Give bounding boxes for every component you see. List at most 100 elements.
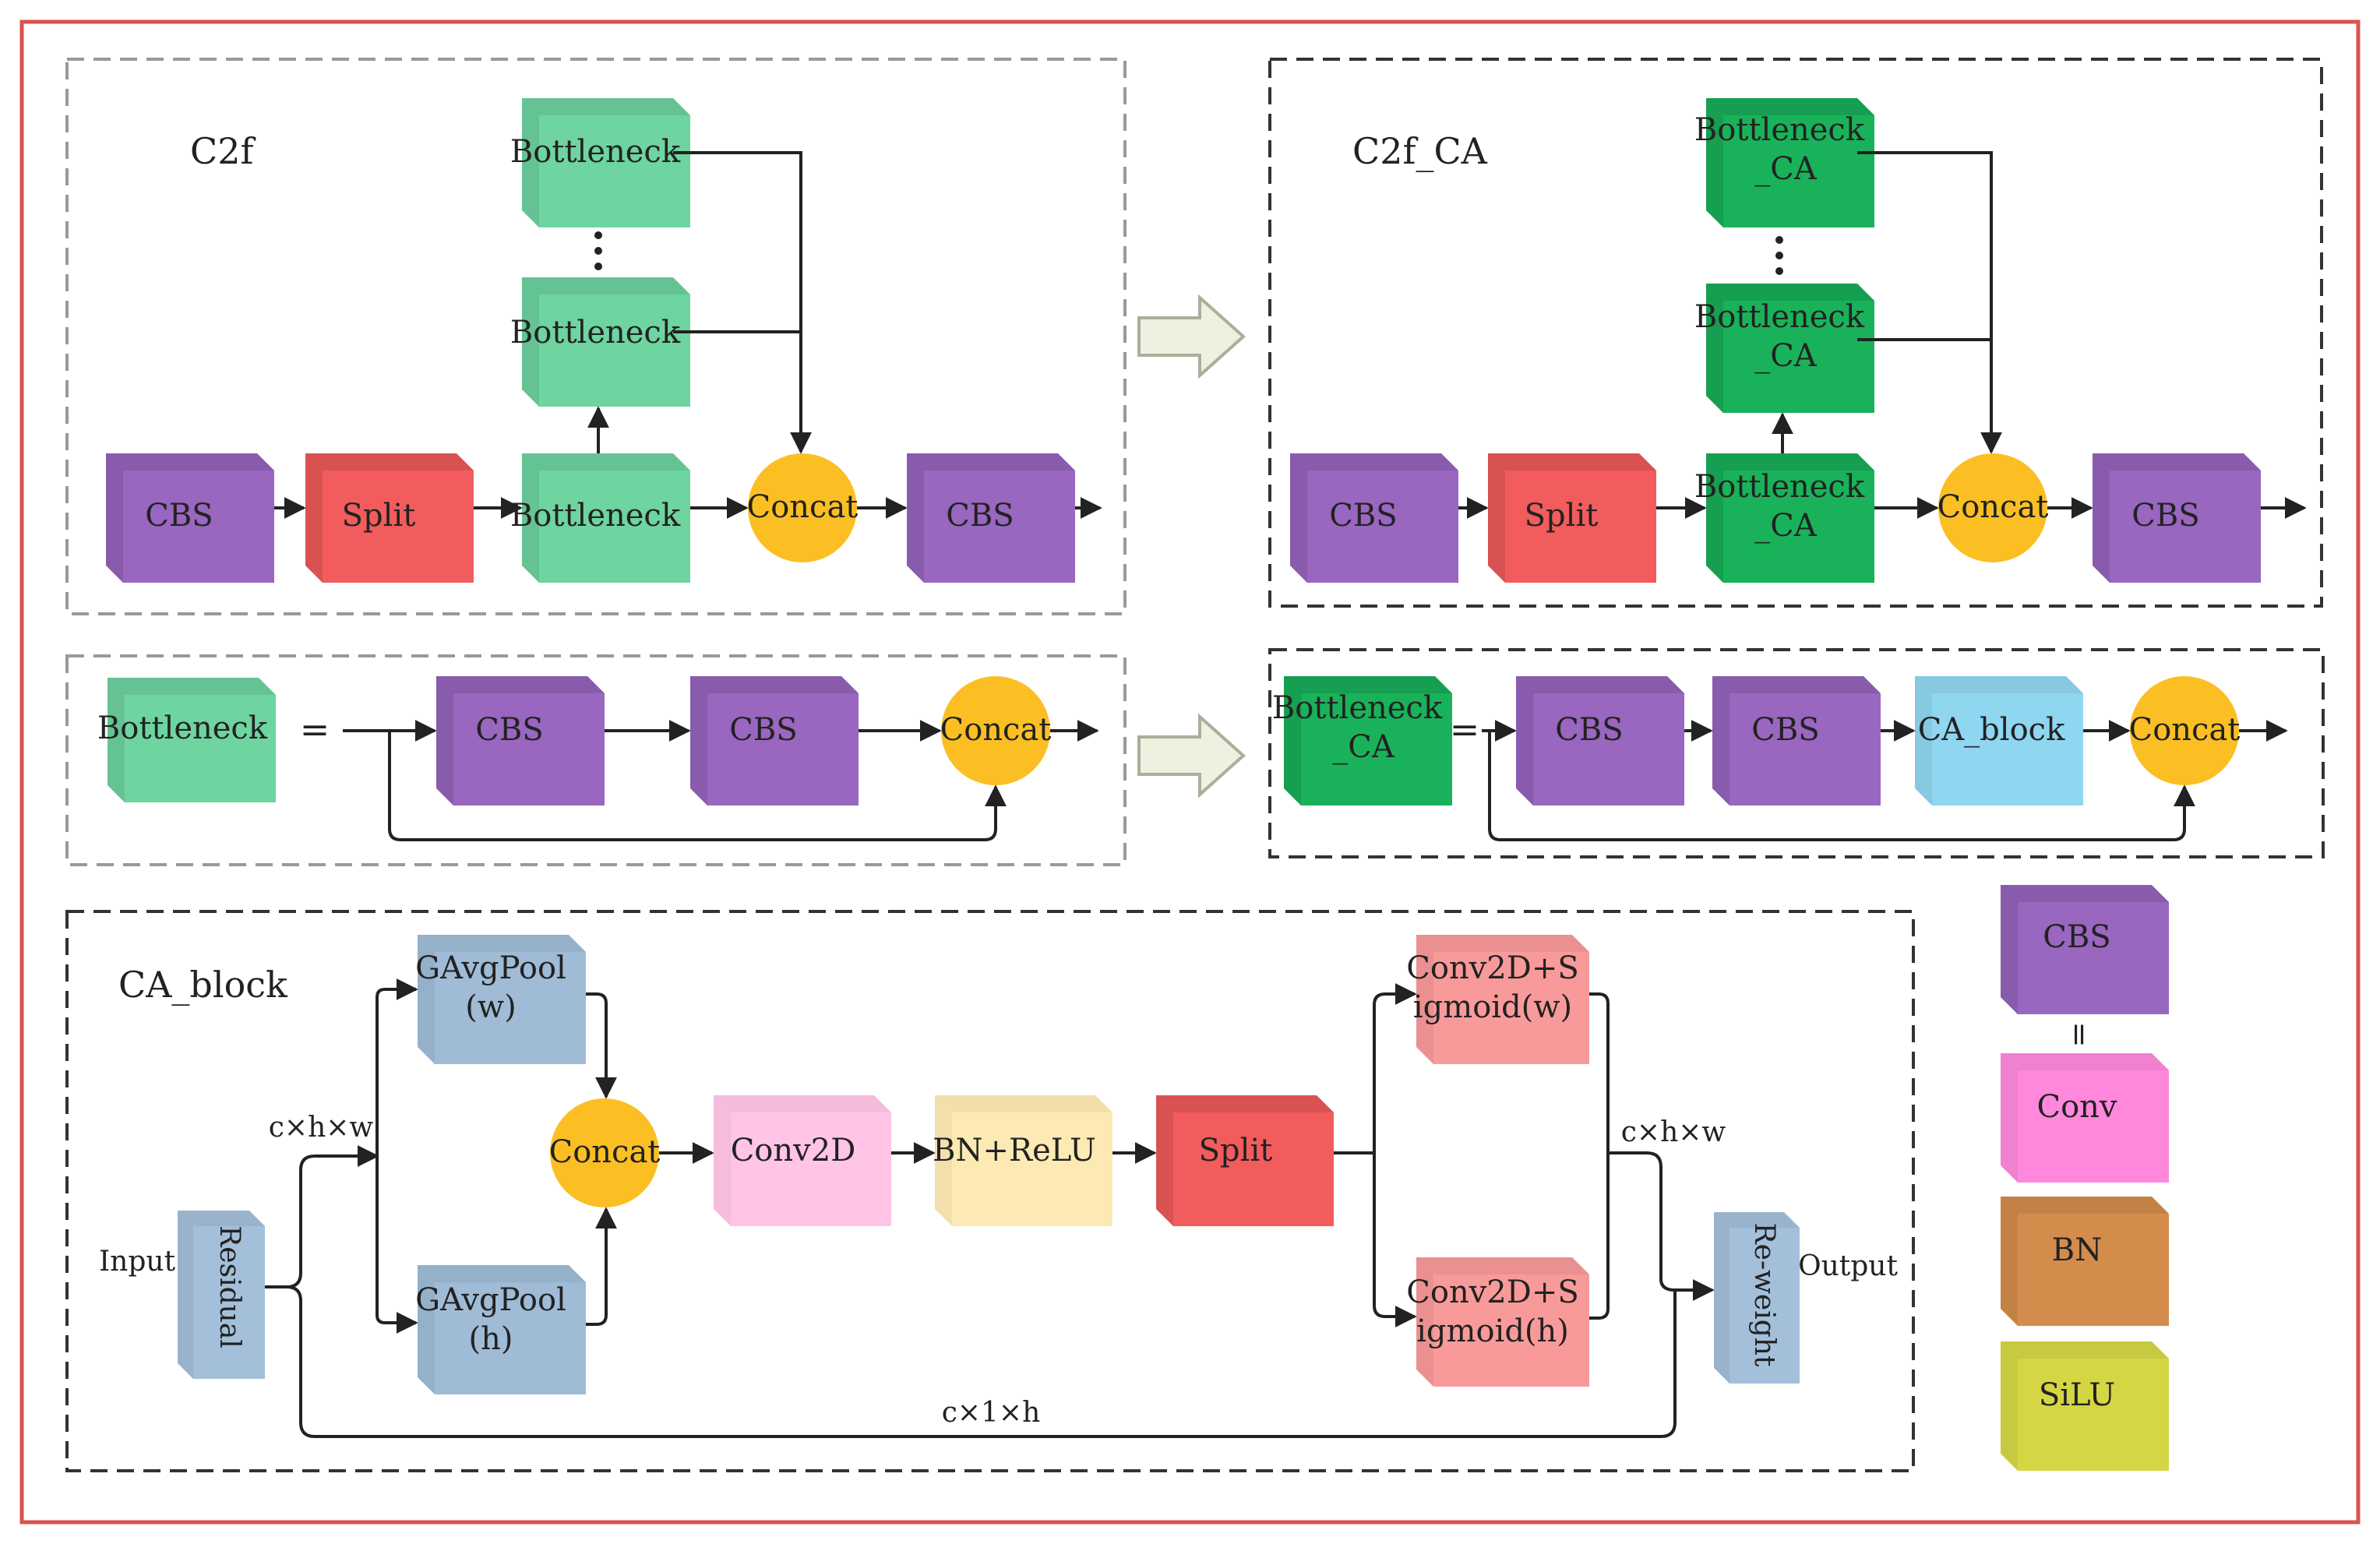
bottleneck-def-concat (941, 676, 1050, 785)
ca-conv-sigmoid-w-label-1: Conv2D+S (1406, 950, 1578, 986)
c2f-ca-concat (1938, 453, 2047, 562)
c2f-bottleneck-top-label: Bottleneck (510, 134, 681, 170)
c2f-ca-title: C2f_CA (1352, 130, 1488, 172)
ca-residual-label: Residual (213, 1225, 245, 1348)
ca-input-label: Input (99, 1246, 176, 1278)
ca-connectors (265, 978, 1715, 1438)
c2f-concat (748, 453, 857, 562)
ca-bn-relu-label: BN+ReLU (933, 1133, 1096, 1169)
ca-gavgpool-h-label-1: GAvgPool (415, 1282, 566, 1318)
ca-dims-in: c×h×w (269, 1112, 374, 1144)
ca-reweight (1714, 1212, 1800, 1384)
ca-residual (178, 1211, 265, 1379)
legend-cbs (2001, 885, 2169, 1014)
bottleneck-ca-def-equals: = (1450, 708, 1480, 750)
bottleneck-ca-def-concat-label: Concat (2129, 712, 2241, 748)
c2f-bottleneck-top (522, 98, 690, 227)
c2f-ca-bottleneck-mid-label-1: Bottleneck (1694, 299, 1865, 335)
bottleneck-def-connectors (343, 720, 1099, 841)
bottleneck-ca-def-block (1284, 676, 1452, 805)
c2f-ca-cbs-in-label: CBS (1329, 498, 1397, 534)
bottleneck-def-equals: = (300, 708, 330, 750)
c2f-ca-bottleneck-mid (1706, 284, 1874, 413)
ca-concat (550, 1098, 659, 1207)
c2f-ca-concat-label: Concat (1937, 489, 2049, 525)
ca-concat-label: Concat (549, 1134, 661, 1170)
c2f-ca-bottleneck-top-label-2: _CA (1754, 151, 1818, 187)
bottleneck-ca-def-cbs2 (1712, 676, 1881, 805)
transition-arrow-middle (1137, 713, 1246, 798)
c2f-connectors (274, 151, 1102, 519)
c2f-ca-connectors (1458, 151, 2307, 519)
ca-dims-skip: c×1×h (942, 1397, 1041, 1429)
bottleneck-ca-def-ca-block (1915, 676, 2083, 805)
legend-conv-label: Conv (2036, 1089, 2117, 1125)
ca-gavgpool-h (418, 1265, 586, 1394)
ca-block-title: CA_block (118, 964, 288, 1006)
ca-gavgpool-w-label-1: GAvgPool (415, 950, 566, 986)
ca-conv2d (714, 1095, 891, 1226)
ca-conv-sigmoid-h-label-1: Conv2D+S (1406, 1274, 1578, 1310)
c2f-ca-bottleneck-top-label-1: Bottleneck (1694, 112, 1865, 148)
c2f-concat-label: Concat (747, 489, 859, 525)
bottleneck-ca-def-name-1: Bottleneck (1272, 690, 1443, 726)
ca-bn-relu (935, 1095, 1112, 1226)
ca-output-label: Output (1798, 1250, 1898, 1282)
bottleneck-ca-def-panel (1268, 648, 2325, 858)
bottleneck-def-cbs2 (690, 676, 859, 805)
c2f-panel (65, 58, 1127, 615)
c2f-cbs-out (907, 453, 1075, 583)
c2f-ca-split-label: Split (1525, 498, 1599, 534)
bottleneck-ca-def-cbs1-label: CBS (1555, 712, 1623, 748)
ca-gavgpool-w-label-2: (w) (465, 989, 516, 1025)
legend-silu (2001, 1341, 2169, 1471)
bottleneck-def-cbs1-label: CBS (475, 712, 543, 748)
legend-bn-label: BN (2052, 1232, 2102, 1268)
c2f-ellipsis (594, 231, 602, 270)
bottleneck-ca-def-connectors (1482, 720, 2288, 841)
transition-arrow-top (1137, 294, 1246, 379)
c2f-bottleneck-mid-label: Bottleneck (510, 315, 681, 351)
ca-conv2d-label: Conv2D (731, 1133, 856, 1169)
c2f-ca-bottleneck-bottom-label-2: _CA (1754, 508, 1818, 544)
legend-conv (2001, 1053, 2169, 1183)
ca-dims-out: c×h×w (1621, 1116, 1726, 1148)
c2f-ca-cbs-in (1290, 453, 1458, 583)
outer-frame (19, 19, 2361, 1525)
c2f-ca-bottleneck-bottom-label-1: Bottleneck (1694, 469, 1865, 505)
ca-conv-sigmoid-h (1416, 1257, 1589, 1387)
bottleneck-def-cbs1 (436, 676, 605, 805)
c2f-ca-bottleneck-bottom (1706, 453, 1874, 583)
c2f-ca-split (1488, 453, 1656, 583)
c2f-ca-cbs-out (2093, 453, 2261, 583)
ca-split-label: Split (1199, 1133, 1273, 1169)
c2f-ca-ellipsis (1775, 236, 1783, 275)
bottleneck-def-name: Bottleneck (97, 710, 268, 746)
c2f-title: C2f (190, 130, 256, 172)
c2f-cbs-in (106, 453, 274, 583)
bottleneck-ca-def-name-2: _CA (1332, 729, 1395, 765)
bottleneck-def-block (108, 678, 276, 802)
bottleneck-ca-def-ca-block-label: CA_block (1918, 712, 2065, 748)
c2f-cbs-in-label: CBS (145, 498, 213, 534)
bottleneck-def-cbs2-label: CBS (729, 712, 797, 748)
c2f-ca-bottleneck-top (1706, 98, 1874, 227)
bottleneck-def-concat-label: Concat (940, 712, 1052, 748)
ca-conv-sigmoid-h-label-2: igmoid(h) (1416, 1313, 1569, 1349)
c2f-bottleneck-mid (522, 277, 690, 407)
c2f-ca-bottleneck-mid-label-2: _CA (1754, 338, 1818, 374)
ca-block-panel (65, 910, 1915, 1472)
c2f-ca-panel (1268, 58, 2323, 608)
legend-cbs-label: CBS (2043, 919, 2110, 955)
c2f-bottleneck-bottom (522, 453, 690, 583)
ca-reweight-label: Re-weight (1748, 1223, 1780, 1367)
ca-gavgpool-w (418, 935, 586, 1064)
c2f-bottleneck-bottom-label: Bottleneck (510, 498, 681, 534)
bottleneck-ca-def-cbs1 (1516, 676, 1684, 805)
c2f-split (305, 453, 474, 583)
ca-split (1156, 1095, 1334, 1226)
bottleneck-ca-def-cbs2-label: CBS (1751, 712, 1819, 748)
legend-bn (2001, 1197, 2169, 1326)
ca-conv-sigmoid-w (1416, 935, 1589, 1064)
